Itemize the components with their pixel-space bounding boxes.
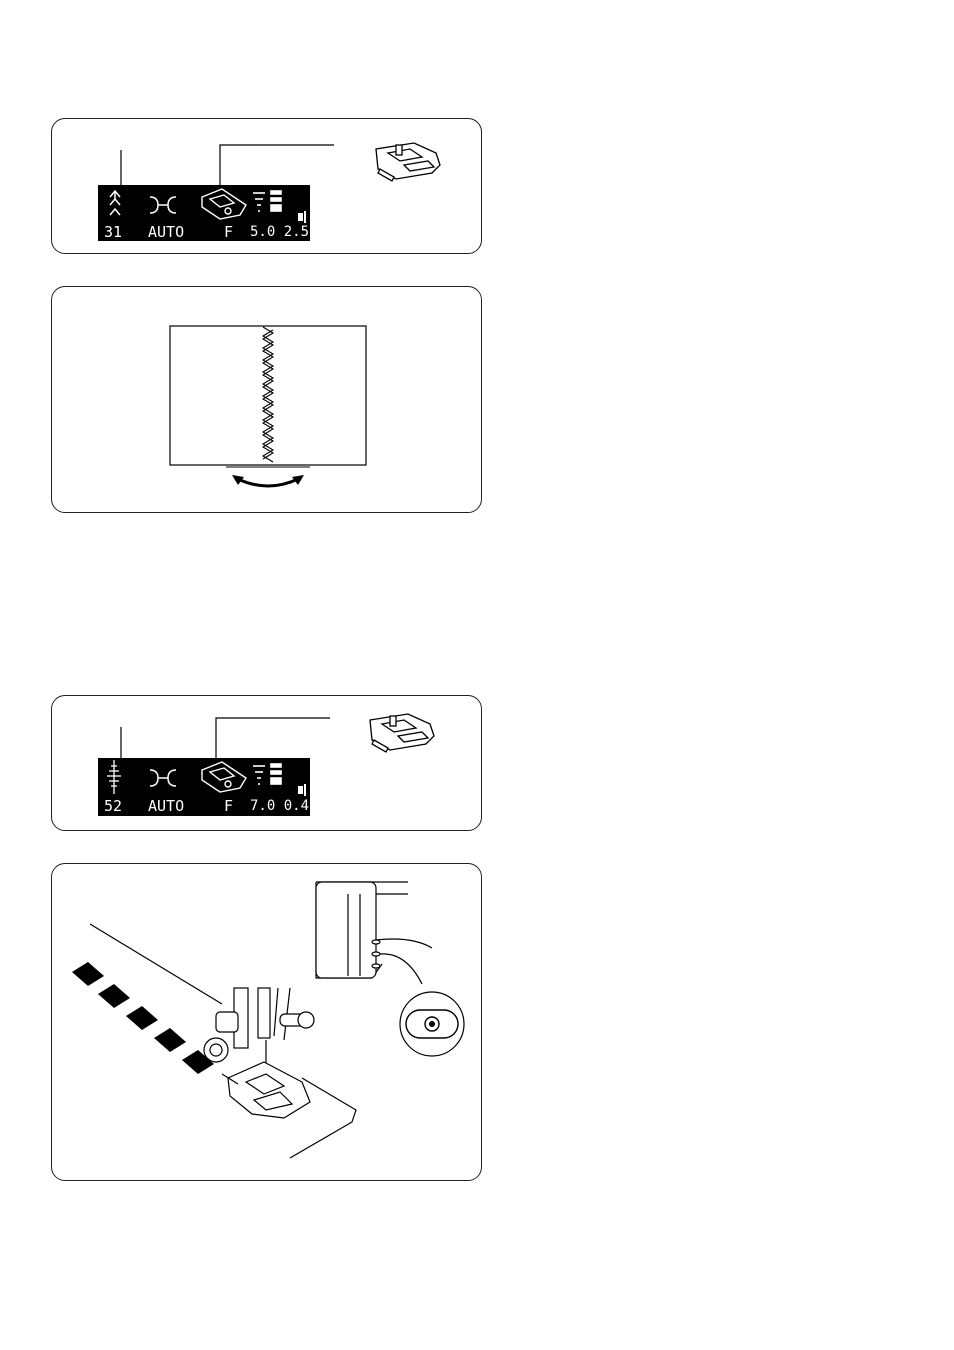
lcd-settings: 5.0 2.5 [250, 225, 309, 240]
scroll-indicator-icon [298, 211, 306, 223]
stitch-pattern-icon [110, 191, 120, 215]
lcd-mode: AUTO [148, 799, 184, 814]
lcd-foot: F [224, 799, 233, 814]
lcd-display-2: 52 AUTO F 7.0 0.4 [98, 758, 310, 816]
thread-tension-icon [150, 197, 176, 213]
satin-diamond-pattern [72, 962, 214, 1074]
lcd-pattern-number: 31 [104, 225, 122, 240]
figure-panel-lcd-1: 31 AUTO F 5.0 2.5 [51, 118, 482, 254]
lcd-settings: 7.0 0.4 [250, 799, 309, 814]
fold-arrow [238, 479, 298, 486]
stitch-width-length-icon [253, 764, 281, 784]
foot-icon [202, 189, 246, 219]
seam-illustration [52, 287, 483, 514]
foot-icon [202, 762, 246, 792]
magnified-button-icon [400, 992, 464, 1056]
machine-front-inset [316, 882, 432, 984]
lcd-mode: AUTO [148, 225, 184, 240]
figure-panel-seam [51, 286, 482, 513]
lcd-pattern-number: 52 [104, 799, 122, 814]
lcd-display-1: 31 AUTO F 5.0 2.5 [98, 185, 310, 241]
figure-panel-lcd-2: 52 AUTO F 7.0 0.4 [51, 695, 482, 831]
figure-panel-sewing [51, 863, 482, 1181]
needle-assembly [204, 988, 314, 1118]
lcd-foot: F [224, 225, 233, 240]
thread-tension-icon [150, 770, 176, 786]
scroll-indicator-icon [298, 784, 306, 796]
stitch-width-length-icon [253, 191, 281, 211]
sewing-illustration [52, 864, 483, 1182]
satin-stitch-icon [107, 760, 121, 794]
